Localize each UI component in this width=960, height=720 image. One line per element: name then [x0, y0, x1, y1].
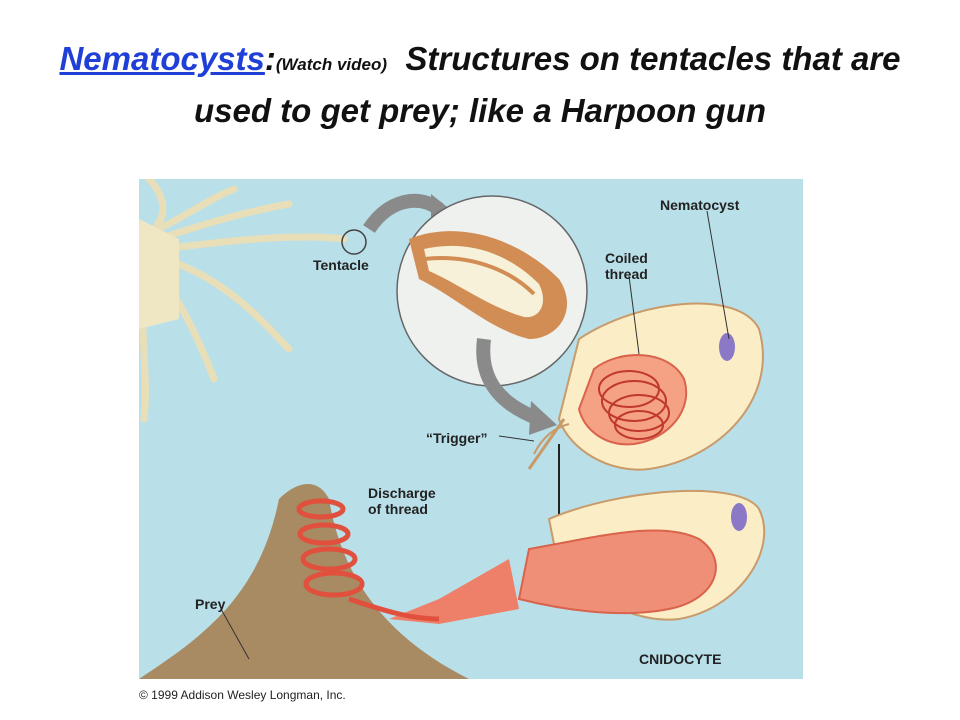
label-discharge-line1: Discharge [368, 485, 436, 501]
discharged-thread-drawing [296, 498, 440, 622]
tentacle-segment-drawing [409, 231, 568, 339]
tentacle-marker [341, 229, 367, 255]
nematocyst-diagram: Nematocyst Tentacle Coiled thread “Trigg… [139, 179, 803, 679]
title-description: Structures on tentacles that are used to… [193, 40, 901, 129]
title-colon: : [264, 40, 276, 77]
label-coiled-thread-line2: thread [605, 266, 648, 282]
diagram-illustration [139, 179, 766, 679]
label-discharge-line2: of thread [368, 501, 428, 517]
zoom-arrow-2 [476, 338, 542, 426]
hydra-body-drawing [139, 219, 179, 329]
label-trigger: “Trigger” [426, 430, 488, 446]
discharged-cnidocyte-drawing [389, 489, 766, 624]
label-coiled-thread-line1: Coiled [605, 250, 648, 266]
copyright-notice: © 1999 Addison Wesley Longman, Inc. [139, 688, 346, 702]
label-prey: Prey [195, 596, 226, 612]
label-cnidocyte: CNIDOCYTE [639, 651, 722, 667]
label-nematocyst: Nematocyst [660, 197, 740, 213]
leader-lines [220, 210, 730, 660]
watch-video-note: (Watch video) [275, 55, 388, 74]
coiled-nematocyst-drawing [527, 302, 764, 471]
nematocysts-video-link[interactable]: Nematocysts [59, 40, 265, 77]
slide-title: Nematocysts:(Watch video) Structures on … [40, 36, 920, 134]
label-tentacle: Tentacle [313, 257, 369, 273]
